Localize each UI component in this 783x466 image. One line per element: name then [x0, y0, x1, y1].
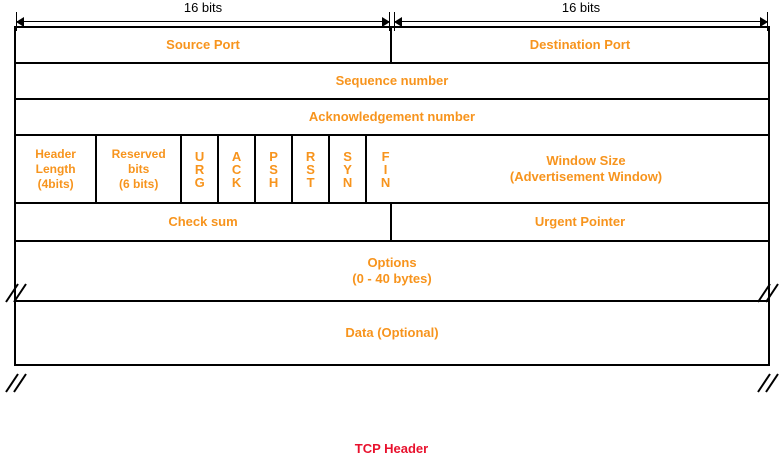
flag-psh-l2: S — [269, 161, 278, 177]
field-urgent-pointer: Urgent Pointer — [534, 213, 626, 229]
field-source-port: Source Port — [16, 28, 392, 62]
flags-left-group: Header Length (4bits) Reserved bits (6 b… — [16, 136, 404, 202]
table-row-options: Options (0 - 40 bytes) — [16, 242, 768, 302]
arrow-right-icon — [760, 17, 768, 27]
flag-rst-l2: S — [306, 161, 315, 177]
ruler-segment-left: 16 bits — [14, 0, 392, 31]
field-window-size: Window Size (Advertisement Window) — [404, 136, 768, 202]
reserved-line3: (6 bits) — [118, 176, 159, 191]
table-row-checksum: Check sum Urgent Pointer — [16, 204, 768, 242]
field-acknowledgement-number: Acknowledgement number — [308, 108, 476, 124]
break-mark-right-options-icon — [756, 282, 782, 304]
break-mark-left-options-icon — [2, 282, 28, 304]
options-line2: (0 - 40 bytes) — [352, 271, 432, 286]
table-row-data: Data (Optional) — [16, 302, 768, 364]
window-size-line1: Window Size — [546, 152, 626, 168]
reserved-line2: bits — [127, 161, 150, 176]
ruler-label-left: 16 bits — [183, 0, 223, 15]
table-row-acknowledgement: Acknowledgement number — [16, 100, 768, 136]
header-length-line3: (4bits) — [37, 176, 74, 191]
ruler-segment-right: 16 bits — [392, 0, 770, 31]
flag-syn-l1: S — [343, 148, 352, 164]
table-row-flags: Header Length (4bits) Reserved bits (6 b… — [16, 136, 768, 204]
reserved-line1: Reserved — [111, 146, 166, 161]
flag-syn-l3: N — [342, 174, 353, 190]
header-length-line1: Header — [35, 146, 76, 161]
flag-urg-l1: U — [194, 148, 205, 164]
field-check-sum: Check sum — [16, 204, 392, 240]
flag-psh-l3: H — [268, 174, 279, 190]
break-mark-right-data-icon — [756, 372, 782, 394]
break-mark-left-data-icon — [2, 372, 28, 394]
field-data-optional: Data (Optional) — [345, 324, 439, 340]
flag-urg-l3: G — [194, 174, 205, 190]
flag-psh-l1: P — [269, 148, 278, 164]
flag-ack-l1: A — [231, 148, 242, 164]
diagram-caption: TCP Header — [354, 441, 429, 456]
field-options: Options (0 - 40 bytes) — [16, 242, 768, 300]
ruler-line-right — [394, 21, 768, 22]
ruler-label-right: 16 bits — [561, 0, 601, 15]
flag-fin-l1: F — [381, 148, 390, 164]
arrow-left-icon — [394, 17, 402, 27]
options-line1: Options — [367, 254, 417, 270]
field-header-length: Header Length (4bits) — [16, 136, 98, 202]
flag-fin-l3: N — [380, 174, 391, 190]
flag-syn-l2: Y — [343, 161, 352, 177]
arrow-left-icon — [16, 17, 24, 27]
flag-urg-l2: R — [194, 161, 205, 177]
field-reserved-bits: Reserved bits (6 bits) — [97, 136, 183, 202]
table-row-sequence: Sequence number — [16, 64, 768, 100]
ruler-line-left — [16, 21, 390, 22]
arrow-right-icon — [382, 17, 390, 27]
flag-fin-l2: I — [383, 161, 388, 177]
bit-width-ruler: 16 bits 16 bits — [14, 0, 770, 31]
flag-ack-l3: K — [231, 174, 242, 190]
flag-rst-l3: T — [306, 174, 315, 190]
field-destination-port: Destination Port — [529, 36, 631, 52]
tcp-header-table: Source Port Destination Port Sequence nu… — [14, 26, 770, 366]
header-length-line2: Length — [35, 161, 76, 176]
window-size-line2: (Advertisement Window) — [509, 169, 663, 184]
flag-ack-l2: C — [231, 161, 242, 177]
flag-rst-l1: R — [305, 148, 316, 164]
field-sequence-number: Sequence number — [335, 72, 449, 88]
table-row-ports: Source Port Destination Port — [16, 28, 768, 64]
